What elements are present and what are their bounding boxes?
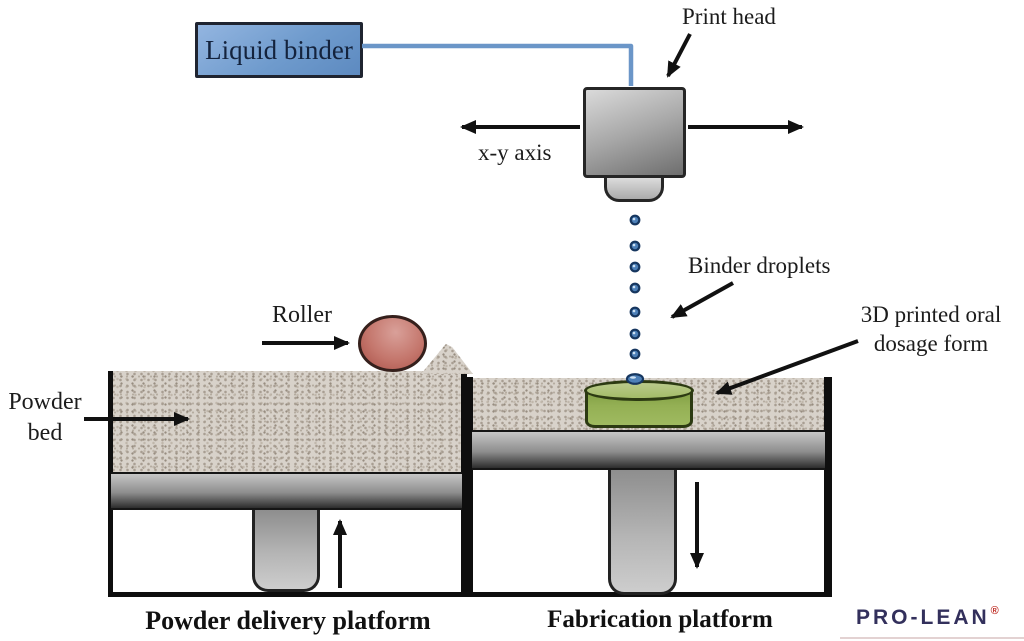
- binder-droplet-stream: [629, 214, 641, 360]
- binder-droplets-arrow: [670, 281, 734, 319]
- powder-delivery-piston: [252, 510, 320, 592]
- binder-droplet: [629, 348, 641, 360]
- binder-droplet: [629, 261, 641, 273]
- liquid-binder-box: Liquid binder: [195, 22, 363, 78]
- binder-droplet-highlight: [632, 243, 636, 247]
- binder-droplet-highlight: [632, 285, 636, 289]
- dosage-form-label-line1: 3D printed oral: [860, 302, 1002, 327]
- binder-droplet-highlight: [632, 217, 636, 221]
- dosage-form-label: 3D printed oral dosage form: [843, 301, 1019, 359]
- print-head-label: Print head: [682, 4, 776, 29]
- liquid-binder-label: Liquid binder: [205, 34, 353, 65]
- pro-lean-logo: PRO-LEAN®: [856, 605, 999, 630]
- binder-droplet: [629, 282, 641, 294]
- binder-droplet: [629, 214, 641, 226]
- right-container-right-wall: [824, 377, 832, 597]
- left-container-bottom: [108, 592, 467, 597]
- print-head-nozzle: [604, 176, 664, 202]
- powder-mound: [421, 343, 473, 374]
- right-container-left-wall: [467, 377, 473, 597]
- roller-label: Roller: [272, 302, 332, 328]
- logo-text: PRO-LEAN: [856, 606, 990, 629]
- binder-droplet: [629, 306, 641, 318]
- left-container-left-wall: [108, 371, 113, 597]
- powder-bed-label-line2: bed: [27, 420, 63, 447]
- fabrication-platform-caption: Fabrication platform: [547, 606, 773, 633]
- binder-droplet-highlight: [632, 264, 636, 268]
- roller: [358, 315, 427, 372]
- powder-bed-label: Powder bed: [0, 387, 90, 449]
- powder-bed-left: [110, 371, 463, 472]
- binder-droplet: [629, 328, 641, 340]
- powder-delivery-platform-caption: Powder delivery platform: [145, 606, 431, 635]
- powder-bed-label-line1: Powder: [8, 389, 82, 415]
- fabrication-platform-bar: [472, 430, 825, 470]
- registered-mark: ®: [990, 605, 999, 617]
- fabrication-piston: [608, 470, 677, 595]
- left-container-right-wall: [461, 374, 467, 597]
- binder-droplet: [629, 240, 641, 252]
- binder-droplet-highlight: [632, 309, 636, 313]
- binder-supply-tube: [362, 43, 634, 86]
- binder-droplets-label: Binder droplets: [688, 253, 831, 278]
- binder-droplet-highlight: [632, 331, 636, 335]
- dosage-form-label-line2: dosage form: [873, 330, 989, 356]
- print-head-arrow: [666, 33, 692, 78]
- printed-dosage-form-top: [584, 380, 694, 401]
- xy-axis-label: x-y axis: [478, 140, 552, 165]
- binder-droplet-highlight: [632, 351, 636, 355]
- logo-underline: [840, 637, 1024, 639]
- powder-delivery-platform-bar: [111, 472, 462, 510]
- print-head: [583, 87, 686, 178]
